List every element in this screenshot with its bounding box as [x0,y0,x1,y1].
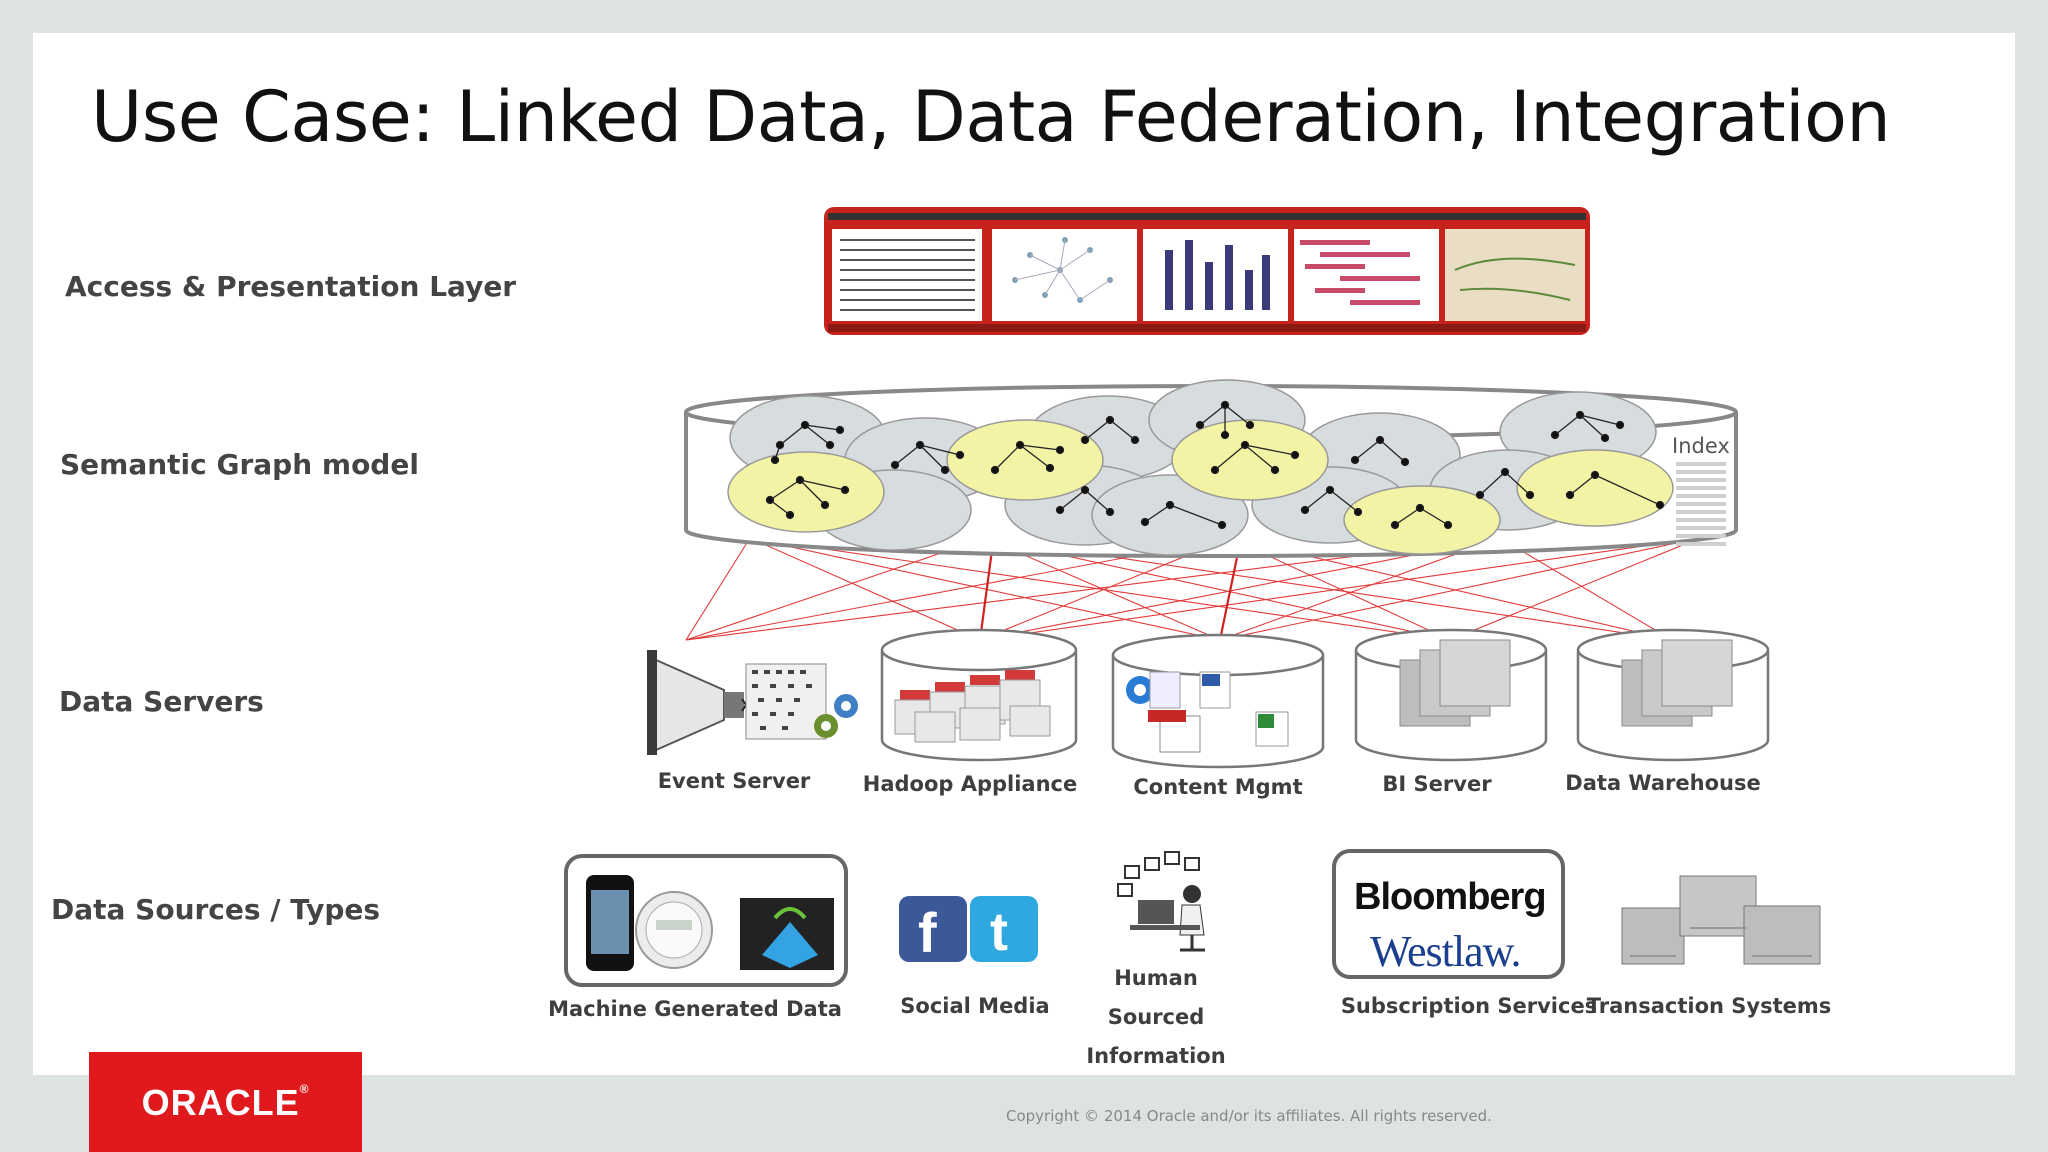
human-at-computer-icon [1117,851,1205,952]
server-label-hadoop: Hadoop Appliance [862,772,1078,796]
oracle-logo-box: ORACLE® [89,1052,362,1152]
graph-clusters [727,379,1674,556]
copyright-notice: Copyright © 2014 Oracle and/or its affil… [1006,1107,1492,1125]
server-label-content-mgmt: Content Mgmt [1133,775,1303,799]
bi-server-cylinder [1354,628,1548,762]
hadoop-appliance-cylinder [880,628,1078,762]
bloomberg-logo: Bloomberg [1354,876,1547,918]
page-title: Use Case: Linked Data, Data Federation, … [91,76,1891,158]
source-label-transaction: Transaction Systems [1586,994,1832,1018]
source-label-human: Human Sourced Information [1086,966,1226,1068]
subscription-services-box [1332,849,1565,979]
source-label-machine: Machine Generated Data [548,997,842,1021]
source-label-subscription: Subscription Services [1340,994,1598,1018]
data-warehouse-cylinder [1576,628,1770,762]
layer-label-servers: Data Servers [59,685,264,718]
layer-label-access: Access & Presentation Layer [65,270,517,303]
server-label-bi: BI Server [1382,772,1492,796]
machine-devices-icon [586,875,834,971]
index-label: Index [1672,434,1730,458]
presentation-dashboard-image [824,207,1590,335]
machine-generated-data-box [564,854,848,987]
source-label-social: Social Media [900,994,1050,1018]
layer-label-semantic: Semantic Graph model [60,448,419,481]
server-label-event: Event Server [657,769,811,793]
svg-text:t: t [990,902,1008,962]
westlaw-logo: Westlaw. [1370,927,1522,976]
layer-label-sources: Data Sources / Types [51,893,381,926]
transaction-systems-icon [1621,875,1821,965]
oracle-logo: ORACLE® [141,1082,310,1123]
svg-text:f: f [918,901,937,964]
content-mgmt-cylinder [1111,633,1325,769]
social-media-icon: f t [899,896,1038,964]
server-label-data-warehouse: Data Warehouse [1565,771,1761,795]
event-server-icon [647,650,858,755]
graph-nodes [765,400,1665,530]
oracle-logo-text: ORACLE [141,1082,300,1123]
index-stack [1676,462,1726,546]
